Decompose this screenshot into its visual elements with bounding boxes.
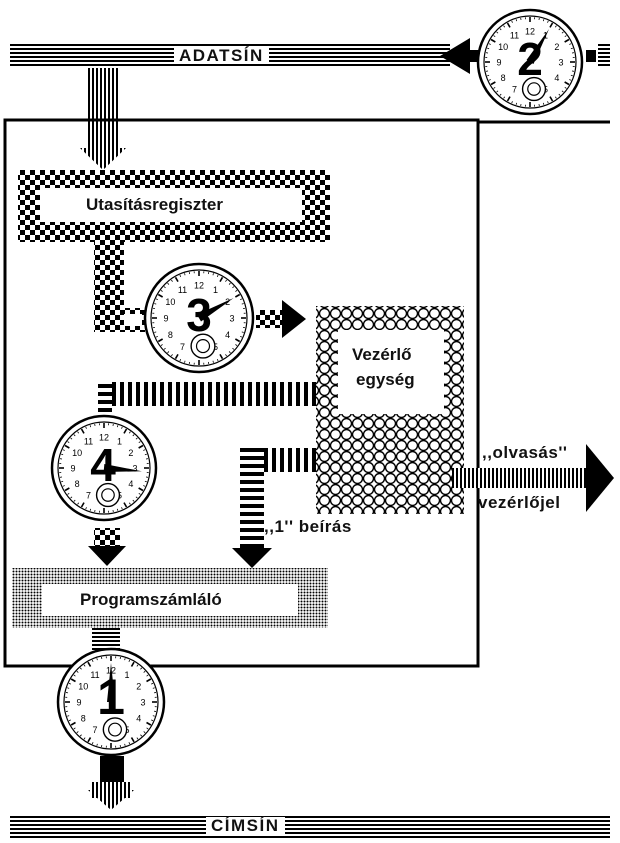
dial-number: 10 <box>165 297 175 307</box>
dial-number: 9 <box>76 698 81 708</box>
clock-hand <box>103 464 142 472</box>
dial-number: 9 <box>496 58 501 68</box>
clock-1: 121234567891011 <box>56 647 166 757</box>
address-bus <box>10 814 610 838</box>
dial-number: 7 <box>180 342 185 352</box>
dial-number: 4 <box>136 714 141 724</box>
arrow-to-control-unit <box>256 300 306 338</box>
dial-number: 3 <box>140 698 145 708</box>
clock-group: 1212345678910111212345678910111212345678… <box>50 8 584 757</box>
dial-number: 9 <box>163 314 168 324</box>
dial-number: 7 <box>92 725 97 735</box>
dial-number: 10 <box>498 42 508 52</box>
path-write-one <box>232 448 316 568</box>
dial-number: 8 <box>501 73 506 83</box>
clock-4: 121234567891011 <box>50 414 158 522</box>
read-signal-label-line2: vezérlőjel <box>478 493 561 512</box>
read-signal-arrow <box>452 444 614 512</box>
address-bus-label: CÍMSÍN <box>206 817 285 834</box>
dial-number: 11 <box>84 437 93 447</box>
arrow-to-program-counter <box>88 528 126 566</box>
dial-number: 8 <box>168 330 173 340</box>
control-unit-block <box>316 306 464 514</box>
dial-number: 7 <box>512 84 517 94</box>
clock-1-step-number: 1 <box>97 669 125 725</box>
dial-number: 4 <box>128 479 133 489</box>
dial-number: 3 <box>229 314 234 324</box>
dial-number: 12 <box>99 433 109 443</box>
dial-number: 8 <box>81 714 86 724</box>
program-counter-block <box>12 568 328 658</box>
dial-number: 1 <box>117 437 122 447</box>
write-one-label: ,,1'' beírás <box>264 517 352 536</box>
control-unit-label-line2: egység <box>356 370 415 389</box>
clock-hand <box>526 29 549 64</box>
dial-number: 1 <box>124 670 129 680</box>
clock-2-step-number: 2 <box>517 33 543 85</box>
dial-number: 9 <box>70 464 75 474</box>
clock-3: 121234567891011 <box>143 262 255 374</box>
dial-number: 10 <box>72 448 82 458</box>
dial-number: 3 <box>132 464 137 474</box>
dial-number: 11 <box>178 285 187 295</box>
program-counter-label: Programszámláló <box>80 590 222 609</box>
instruction-register-label: Utasításregiszter <box>86 195 224 214</box>
clock-hand <box>197 298 234 322</box>
clock-4-step-number: 4 <box>90 439 116 491</box>
path-control-to-clock4 <box>98 382 316 412</box>
dial-number: 7 <box>86 490 91 500</box>
dial-number: 10 <box>78 682 88 692</box>
dial-number: 4 <box>225 330 230 340</box>
dial-number: 11 <box>90 670 99 680</box>
dial-number: 12 <box>194 281 204 291</box>
dial-number: 2 <box>128 448 133 458</box>
path-to-address-bus <box>88 756 134 810</box>
control-unit-label-line1: Vezérlő <box>352 345 412 364</box>
data-bus-label: ADATSÍN <box>174 47 269 64</box>
clock-2: 121234567891011 <box>476 8 584 116</box>
clock-3-step-number: 3 <box>186 289 212 341</box>
cpu-frame <box>3 118 480 668</box>
instruction-register-block <box>18 170 330 332</box>
dial-number: 4 <box>554 73 559 83</box>
dial-number: 11 <box>510 31 519 41</box>
dial-number: 3 <box>558 58 563 68</box>
dial-number: 1 <box>213 285 218 295</box>
dial-number: 2 <box>554 42 559 52</box>
read-signal-label-line1: ,,olvasás'' <box>482 443 568 462</box>
dial-number: 8 <box>75 479 80 489</box>
clock-hand <box>107 663 115 702</box>
dial-number: 2 <box>136 682 141 692</box>
dial-number: 12 <box>525 27 535 37</box>
